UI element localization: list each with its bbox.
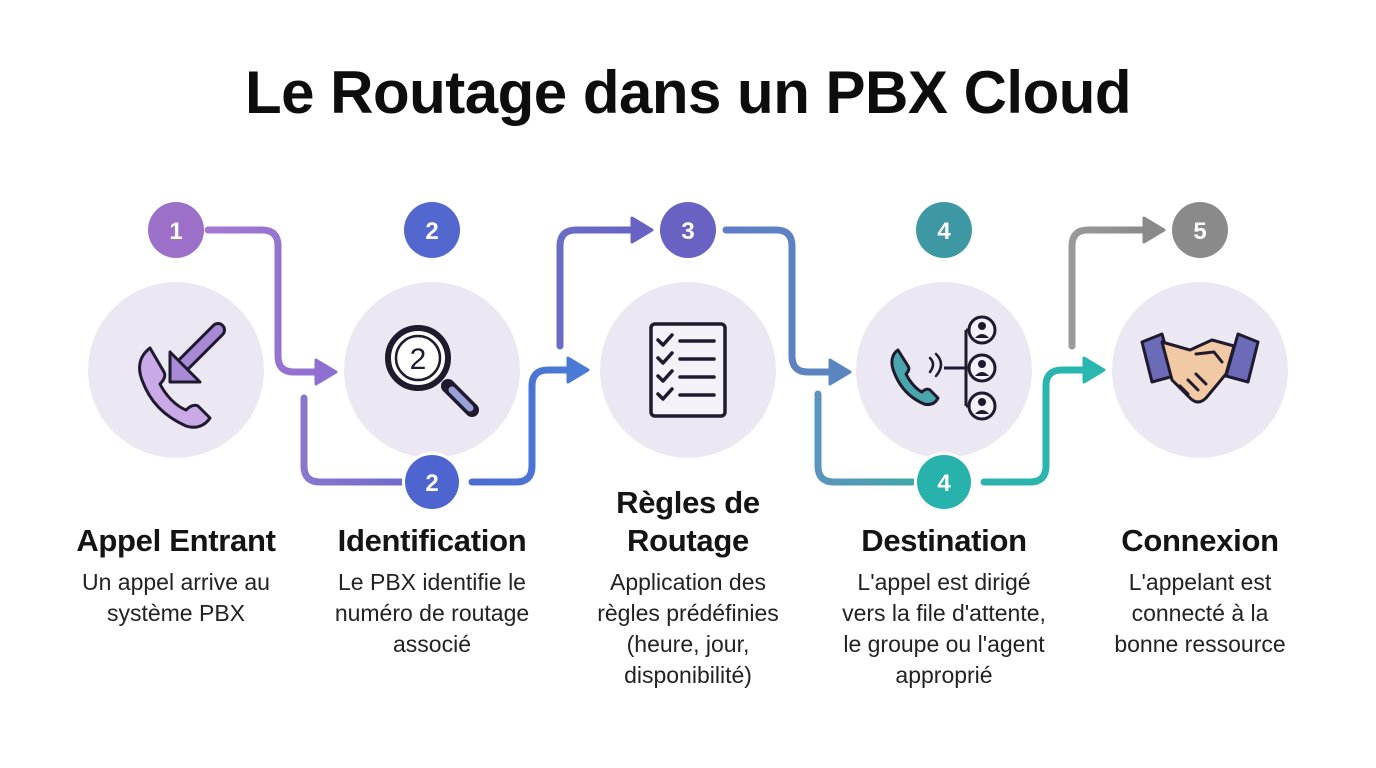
- call-distribution-icon: [890, 315, 997, 421]
- connector-4b-to-5: [980, 356, 1106, 486]
- step-4-description-line: vers la file d'attente,: [842, 600, 1046, 626]
- incoming-call-icon: [138, 322, 226, 429]
- step-5-badge: 5: [1172, 202, 1228, 258]
- connector-3-to-4b: [814, 390, 916, 486]
- step-5-title: Connexion: [1121, 523, 1279, 558]
- step-4-description-line: L'appel est dirigé: [857, 569, 1031, 595]
- step-4-circle: [856, 282, 1032, 458]
- step-3-description-line: règles prédéfinies: [597, 600, 779, 626]
- step-3-title: Règles de Routage: [568, 484, 808, 560]
- step-1-badge: 1: [148, 202, 204, 258]
- step-1-number: 1: [169, 218, 182, 245]
- magnifier-number-icon: 2: [385, 325, 479, 417]
- step-5-description-line: L'appelant est: [1128, 569, 1272, 595]
- connector-1-to-2: [204, 226, 338, 386]
- step-1-description: Un appel arrive au système PBX: [56, 567, 296, 629]
- step-3-badge: 3: [660, 202, 716, 258]
- step-2-badge: 2: [404, 202, 460, 258]
- step-3-description: Application des règles prédéfinies (heur…: [568, 567, 808, 691]
- step-2-lower-number: 2: [425, 470, 438, 497]
- connector-3-to-4: [722, 226, 852, 386]
- step-4-title: Destination: [861, 523, 1027, 558]
- step-2-description-line: numéro de routage: [334, 600, 530, 626]
- checklist-icon: [649, 322, 727, 418]
- page-title: Le Routage dans un PBX Cloud: [244, 59, 1132, 126]
- step-4-lower-badge: 4: [914, 452, 974, 512]
- handshake-icon: [1140, 332, 1260, 404]
- step-5-number: 5: [1193, 218, 1206, 245]
- step-4-number: 4: [937, 218, 951, 245]
- connector-1-to-2b: [300, 394, 406, 486]
- step-4-lower-number: 4: [937, 470, 951, 497]
- step-4-description-line: le groupe ou l'agent: [843, 631, 1045, 657]
- step-4-description-line: approprié: [895, 662, 993, 688]
- step-1-description-line: Un appel arrive au: [82, 569, 270, 595]
- step-1-title: Appel Entrant: [76, 523, 276, 558]
- step-2-lower-badge: 2: [402, 452, 462, 512]
- connector-2-to-3: [556, 216, 654, 350]
- step-5-description-line: bonne ressource: [1114, 631, 1286, 657]
- step-4-badge: 4: [916, 202, 972, 258]
- step-3-description-line: (heure, jour,: [626, 631, 750, 657]
- step-3-description-line: disponibilité): [624, 662, 752, 688]
- step-3-title-line: Règles de: [616, 485, 760, 520]
- connector-4-to-5: [1068, 216, 1166, 350]
- step-2-description-line: associé: [393, 631, 471, 657]
- step-2-number: 2: [425, 218, 438, 245]
- step-4-description: L'appel est dirigé vers la file d'attent…: [824, 567, 1064, 691]
- step-2-description: Le PBX identifie le numéro de routage as…: [312, 567, 552, 660]
- step-2-title: Identification: [337, 523, 527, 558]
- connector-2b-to-3: [468, 356, 590, 486]
- step-5-description: L'appelant est connecté à la bonne resso…: [1080, 567, 1320, 660]
- step-3-number: 3: [681, 218, 694, 245]
- step-5-description-line: connecté à la: [1131, 600, 1269, 626]
- step-1-description-line: système PBX: [106, 600, 246, 626]
- magnifier-digit: 2: [410, 343, 427, 376]
- step-3-description-line: Application des: [610, 569, 766, 595]
- step-2-description-line: Le PBX identifie le: [338, 569, 526, 595]
- step-3-title-line: Routage: [627, 523, 749, 558]
